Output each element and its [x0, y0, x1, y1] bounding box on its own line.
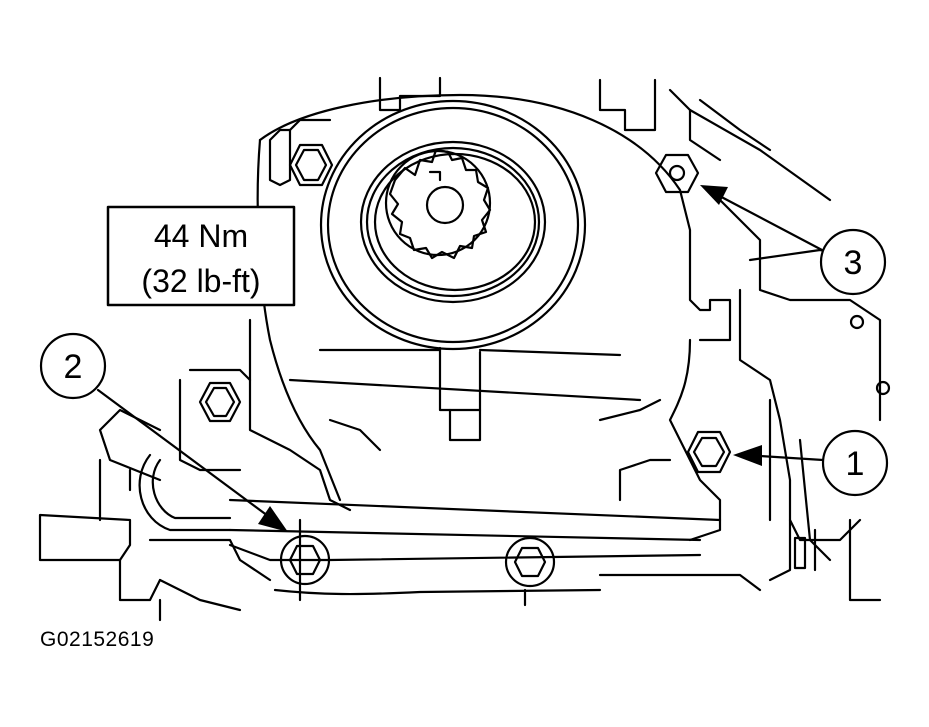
leader-line-1 — [758, 454, 825, 462]
torque-imperial: (32 lb-ft) — [141, 263, 260, 299]
callout-circle-2 — [39, 332, 107, 400]
crankshaft-sprocket — [384, 148, 492, 260]
callout-label-3: 3 — [844, 244, 863, 282]
bolt-bottom-middle — [504, 536, 556, 588]
arrowhead-2 — [258, 506, 288, 532]
bolt-1 — [686, 430, 732, 474]
mounting-holes — [793, 314, 891, 570]
callout-label-1: 1 — [846, 445, 865, 483]
engine-block-outline — [378, 76, 882, 602]
callout-circle-1 — [821, 429, 889, 497]
leader-line-2 — [96, 388, 270, 518]
callout-circle-3 — [819, 228, 887, 296]
front-cover-body — [228, 93, 732, 607]
torque-metric: 44 Nm — [154, 218, 248, 254]
torque-spec-box — [106, 205, 296, 307]
figure-id: G02152619 — [40, 628, 155, 651]
arrowhead-3 — [700, 185, 728, 205]
arrowhead-1 — [733, 445, 762, 466]
bolt-3 — [654, 153, 700, 194]
bolt-top-left — [288, 143, 334, 187]
bolt-2 — [279, 534, 331, 586]
crankshaft-seal — [319, 99, 587, 442]
bolt-left-middle — [198, 381, 242, 423]
callout-label-2: 2 — [64, 348, 83, 386]
leader-line-3 — [710, 190, 824, 252]
